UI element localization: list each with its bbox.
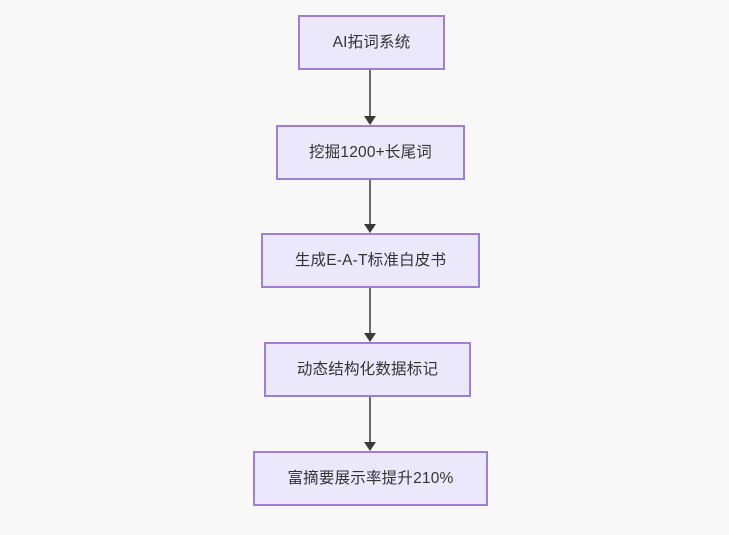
flow-node-mine-longtail-keywords[interactable]: 挖掘1200+长尾词 xyxy=(276,125,465,180)
flow-node-label: 动态结构化数据标记 xyxy=(296,360,439,378)
flow-node-label: AI拓词系统 xyxy=(332,33,411,51)
flow-node-label: 生成E-A-T标准白皮书 xyxy=(294,251,447,269)
arrowhead-down-icon xyxy=(364,116,376,125)
flow-edge-n2-n3 xyxy=(364,288,376,342)
flow-node-ai-keyword-system[interactable]: AI拓词系统 xyxy=(298,15,445,70)
arrowhead-down-icon xyxy=(364,442,376,451)
flow-node-label: 挖掘1200+长尾词 xyxy=(308,143,433,161)
edge-line xyxy=(369,180,371,224)
flow-node-generate-eat-whitepaper[interactable]: 生成E-A-T标准白皮书 xyxy=(261,233,480,288)
edge-line xyxy=(369,288,371,333)
flow-edge-n0-n1 xyxy=(364,70,376,125)
flow-edge-n1-n2 xyxy=(364,180,376,233)
arrowhead-down-icon xyxy=(364,224,376,233)
flow-edge-n3-n4 xyxy=(364,397,376,451)
flow-node-label: 富摘要展示率提升210% xyxy=(287,469,454,487)
arrowhead-down-icon xyxy=(364,333,376,342)
flow-node-dynamic-structured-data-markup[interactable]: 动态结构化数据标记 xyxy=(264,342,471,397)
edge-line xyxy=(369,397,371,442)
flow-node-rich-snippet-impression-lift[interactable]: 富摘要展示率提升210% xyxy=(253,451,488,506)
edge-line xyxy=(369,70,371,116)
